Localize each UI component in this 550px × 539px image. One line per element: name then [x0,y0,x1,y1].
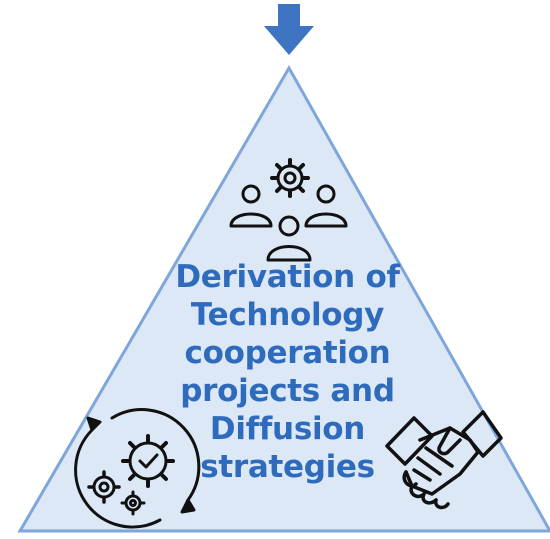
team-gear-icon [229,158,348,262]
title-line: strategies [200,449,375,485]
title-line: Derivation of [175,259,400,295]
title-line: Diffusion [209,411,366,447]
gear-cycle-icon [74,408,201,529]
title-line: Technology [190,297,385,333]
arrow-down-icon [264,4,314,55]
title-line: projects and [180,373,395,409]
handshake-icon [385,410,503,510]
title-line: cooperation [184,335,391,371]
diagram-title: Derivation of Technology cooperation pro… [150,258,425,486]
triangle-shape [17,64,550,533]
